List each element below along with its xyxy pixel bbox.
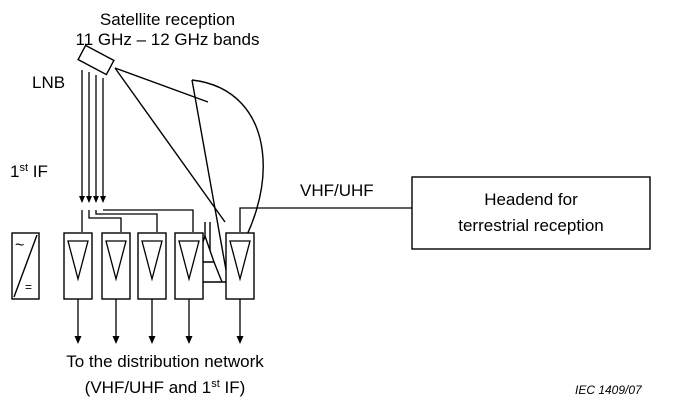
distribution-line2-sup: st (211, 378, 220, 390)
amplifier-4 (174, 232, 204, 300)
first-if-label: 1st IF (10, 158, 48, 182)
output-arrow-3 (148, 299, 156, 344)
feed-strut-upper (114, 67, 209, 103)
distribution-label: To the distribution network (VHF/UHF and… (20, 351, 310, 399)
amplifier-symbol (105, 240, 127, 282)
satellite-title: Satellite reception 11 GHz – 12 GHz band… (30, 10, 305, 50)
amplifier-bank (63, 232, 255, 300)
output-arrows (74, 299, 244, 344)
distribution-line1: To the distribution network (66, 352, 264, 371)
distribution-line2-a: (VHF/UHF and 1 (84, 378, 212, 397)
lnb-unit (77, 44, 115, 76)
first-if-sup: st (19, 162, 29, 174)
amplifier-1 (63, 232, 93, 300)
amplifier-5 (225, 232, 255, 300)
amplifier-symbol (67, 240, 89, 282)
power-supply-unit (11, 232, 40, 300)
distribution-line2: (VHF/UHF and 1st IF) (20, 373, 310, 399)
dc-symbol: = (25, 280, 33, 294)
ac-symbol: ~ (15, 237, 25, 254)
output-arrow-4 (185, 299, 193, 344)
satellite-title-line1: Satellite reception (99, 10, 236, 29)
amplifier-symbol (229, 240, 251, 282)
output-arrow-1 (74, 299, 82, 344)
first-if-text: IF (28, 162, 48, 181)
satellite-title-line2: 11 GHz – 12 GHz bands (75, 30, 260, 49)
amplifier-symbol (178, 240, 200, 282)
vhf-uhf-label: VHF/UHF (300, 181, 374, 200)
distribution-line2-b: IF) (219, 378, 246, 397)
figure-credit: IEC 1409/07 (575, 383, 642, 397)
headend-line1: Headend for (484, 190, 578, 209)
lnb-cables (81, 70, 194, 232)
cable-arrowheads (79, 196, 106, 203)
output-arrow-2 (112, 299, 120, 344)
amplifier-2 (101, 232, 131, 300)
feed-strut-lower (114, 67, 226, 223)
amplifier-3 (137, 232, 167, 300)
output-arrow-5 (236, 299, 244, 344)
dish-rim (191, 79, 227, 271)
headend-box (411, 176, 651, 250)
terrestrial-cable (239, 207, 412, 232)
lnb-label: LNB (32, 73, 66, 92)
first-if-num: 1 (10, 162, 20, 181)
headend-line2: terrestrial reception (458, 216, 604, 235)
amplifier-symbol (141, 240, 163, 282)
headend-label: Headend for terrestrial reception (412, 187, 650, 239)
